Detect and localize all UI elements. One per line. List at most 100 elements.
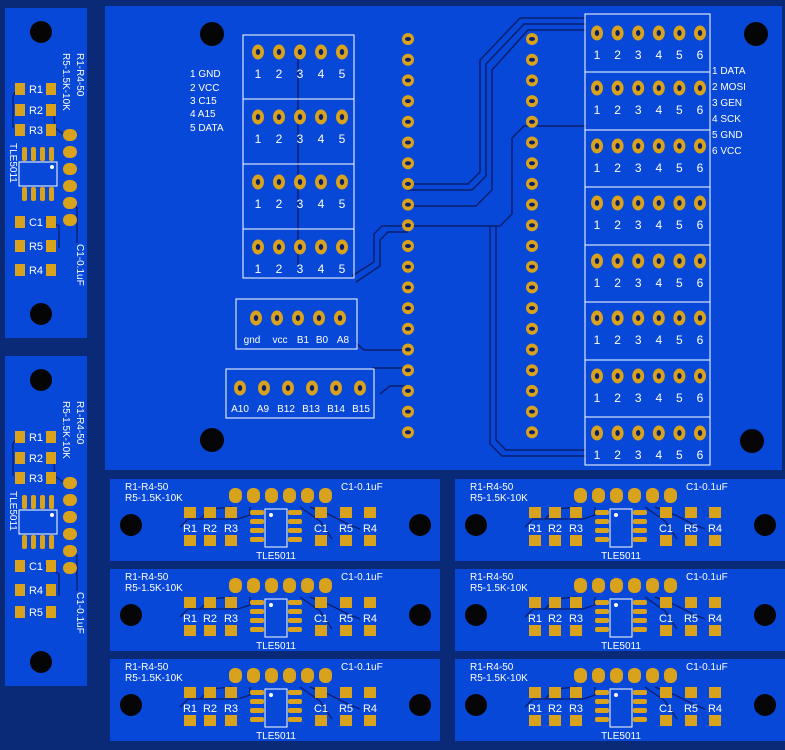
cap-note: C1-0.1uF — [341, 572, 383, 583]
r5-label: R5 — [29, 607, 43, 619]
mounting-hole — [465, 694, 487, 716]
r5-label: R5 — [684, 523, 698, 535]
sensor-pin-pad — [247, 578, 260, 593]
pin-drill — [677, 30, 682, 36]
chip-lead — [633, 510, 647, 515]
mounting-hole — [200, 428, 224, 452]
smd-pad — [225, 597, 237, 608]
sensor-pin-pad — [301, 668, 314, 683]
smd-pad — [340, 535, 352, 546]
pin-number: 5 — [676, 103, 683, 117]
pin-number: 1 — [594, 448, 601, 462]
tle5011-chip — [18, 495, 58, 549]
pin-drill — [656, 430, 661, 436]
pin-drill — [339, 114, 345, 120]
pin-number: 2 — [614, 161, 621, 175]
smd-pad — [549, 625, 561, 636]
pin-drill — [405, 285, 411, 290]
pin-drill — [697, 373, 703, 379]
copper-trace — [299, 686, 333, 720]
pin-drill — [339, 179, 345, 185]
pin-drill — [405, 37, 411, 41]
smd-pad — [685, 687, 697, 698]
r2-label: R2 — [548, 703, 562, 715]
smd-pad — [685, 507, 697, 518]
chip-lead — [250, 708, 264, 713]
right-pinout-6: 6 VCC — [712, 146, 741, 157]
chip-lead — [595, 528, 609, 533]
smd-pad — [184, 597, 196, 608]
sensor-pin-pad — [63, 180, 77, 192]
chip-lead — [250, 528, 264, 533]
sensor-pin-pad — [247, 668, 260, 683]
tle5011-chip — [250, 508, 302, 548]
pin-one-marker — [50, 513, 54, 517]
pin-number: 4 — [655, 161, 662, 175]
pin-drill — [697, 258, 703, 264]
pin-drill — [594, 430, 600, 436]
smd-pad — [529, 625, 541, 636]
pin-number: 1 — [594, 333, 601, 347]
chip-lead — [633, 618, 647, 623]
port-label-b13: B13 — [302, 404, 320, 415]
mounting-hole — [465, 604, 487, 626]
sensor-pin-pad — [628, 668, 641, 683]
mounting-hole — [409, 514, 431, 536]
pin-drill — [656, 85, 661, 91]
cap-note: C1-0.1uF — [74, 244, 85, 286]
mounting-hole — [754, 694, 776, 716]
smd-pad — [315, 507, 327, 518]
smd-pad — [315, 715, 327, 726]
mounting-hole — [120, 514, 142, 536]
mounting-hole — [740, 429, 764, 453]
pin-drill — [405, 202, 411, 207]
smd-pad — [315, 597, 327, 608]
smd-pad — [46, 264, 56, 276]
smd-pad — [315, 687, 327, 698]
smd-pad — [709, 507, 721, 518]
chip-lead — [288, 510, 302, 515]
left-pinout-legend: 1 GND 2 VCC 3 C15 4 A15 5 DATA — [190, 69, 224, 134]
pin-drill — [318, 49, 324, 55]
sensor-pin-pad — [63, 545, 77, 557]
smd-pad — [204, 597, 216, 608]
power-label-gnd: gnd — [244, 335, 261, 346]
resistor-note-2: R5-1.5K-10K — [470, 583, 528, 594]
smd-pad — [15, 240, 25, 252]
pin-drill — [697, 143, 703, 149]
smd-pad — [529, 535, 541, 546]
pin-drill — [405, 326, 411, 331]
sensor-pin-pad — [63, 511, 77, 523]
right-pinout-1: 1 DATA — [712, 66, 746, 77]
sensor-pin-pad — [63, 163, 77, 175]
chip-outline — [609, 508, 633, 548]
pin-number: 2 — [614, 103, 621, 117]
power-label-a8: A8 — [337, 335, 350, 346]
smd-pad — [315, 535, 327, 546]
chip-lead — [633, 519, 647, 524]
smd-pad — [340, 715, 352, 726]
sensor-pin-pad — [63, 494, 77, 506]
pin-number: 1 — [594, 48, 601, 62]
pin-drill — [237, 385, 243, 391]
pin-number: 3 — [297, 262, 304, 276]
pin-one-marker — [50, 165, 54, 169]
sensor-pin-pad — [63, 528, 77, 540]
pin-number: 5 — [339, 67, 346, 81]
chip-label: TLE5011 — [7, 491, 18, 531]
mounting-hole — [30, 369, 52, 391]
r4-label: R4 — [708, 703, 722, 715]
smd-pad — [15, 452, 25, 464]
resistor-note-2: R5-1.5K-10K — [60, 53, 71, 111]
tle5011-chip — [250, 688, 302, 728]
copper-trace — [408, 23, 586, 191]
resistor-note-2: R5-1.5K-10K — [125, 673, 183, 684]
tle5011-chip — [250, 598, 302, 638]
pin-number: 1 — [594, 391, 601, 405]
chip-lead — [22, 187, 27, 201]
